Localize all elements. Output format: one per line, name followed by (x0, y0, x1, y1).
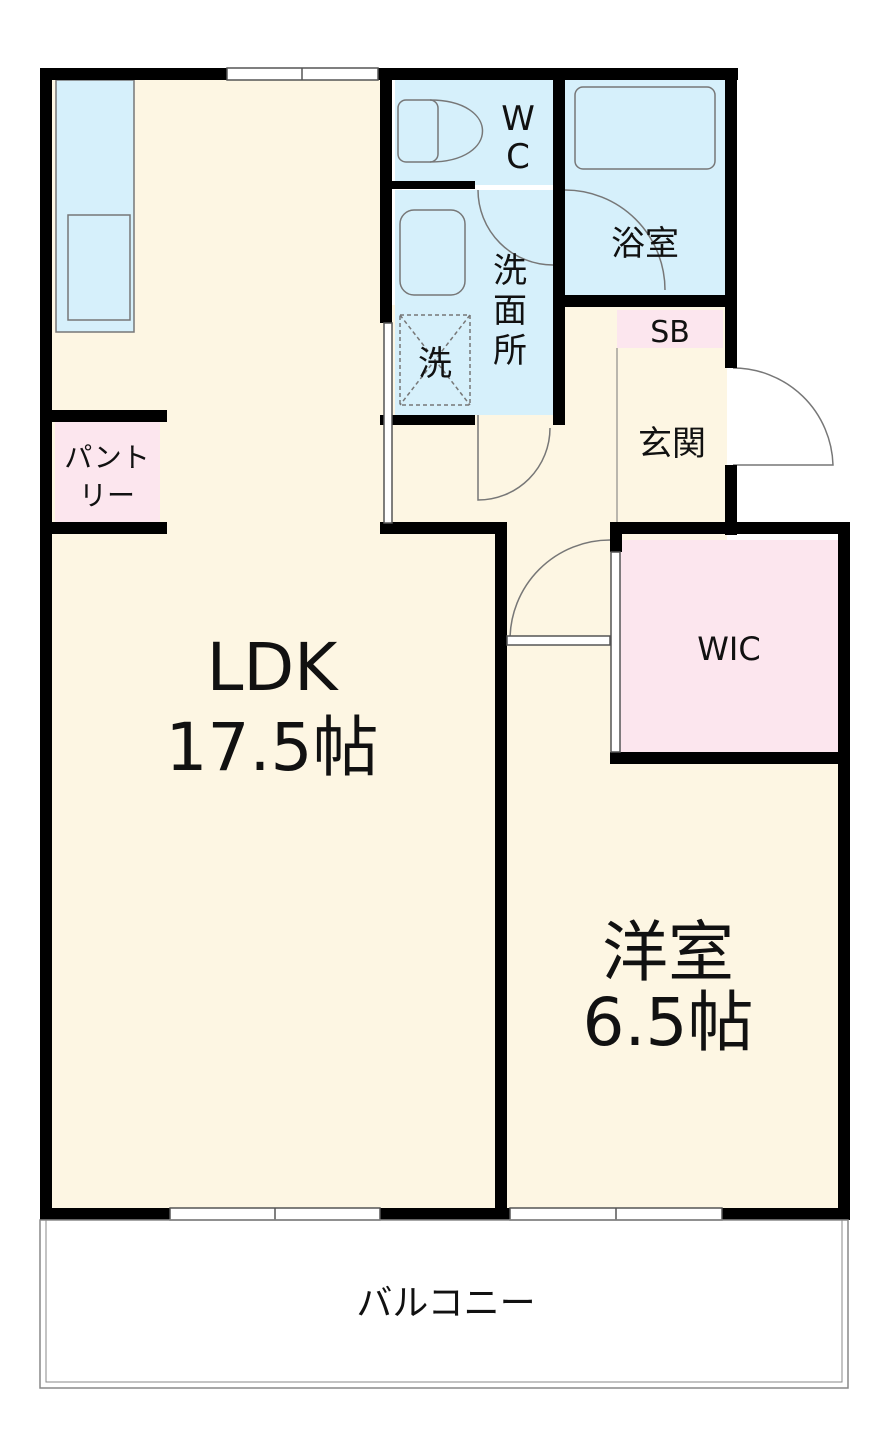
wall-ldk-mid-v (495, 530, 507, 1220)
wc-label-w: W (501, 99, 535, 139)
wall-wic-left (610, 522, 622, 552)
washroom-label-1: 洗 (493, 251, 527, 291)
walls (40, 68, 850, 1220)
wall-ldk-mid-h (380, 522, 507, 534)
partition-washroom (383, 322, 393, 524)
western-door (509, 539, 611, 641)
wall-wic-bottom (610, 752, 850, 764)
bathtub-icon (574, 86, 716, 170)
wall-top-left (40, 68, 227, 80)
entrance-door (732, 367, 834, 466)
washroom-label-2: 面 (493, 291, 527, 331)
balcony-inner (45, 1219, 843, 1383)
wall-right-lower (838, 522, 850, 1220)
bath-label: 浴室 (611, 224, 679, 264)
washer-space (399, 314, 471, 406)
bath-door (564, 189, 666, 291)
washroom-label-3: 所 (493, 331, 527, 371)
toilet-bowl (429, 99, 484, 163)
wall-bath-bottom (553, 295, 728, 307)
sb-floor (617, 310, 723, 348)
wall-washroom-bottom (380, 415, 475, 425)
hall-door (477, 415, 551, 501)
wall-bottom-mid (380, 1208, 510, 1220)
western-size-label: 6.5帖 (583, 984, 754, 1061)
toilet-icon (397, 99, 439, 163)
wall-left (40, 68, 52, 1220)
fixtures (397, 86, 834, 641)
room-labels: LDK 17.5帖 洋室 6.5帖 W C 浴室 洗 面 所 洗 SB 玄関 W… (64, 99, 760, 1324)
wall-right-upper (725, 68, 737, 368)
wall-bottom-left (40, 1208, 170, 1220)
washroom-door (477, 189, 554, 266)
balcony (39, 1219, 849, 1389)
pantry-floor (55, 420, 160, 525)
wc-floor (395, 80, 555, 185)
sink-basin (67, 214, 131, 321)
balcony-label: バルコニー (356, 1283, 535, 1324)
pantry-label-1: パント (64, 441, 149, 474)
wall-bottom-right (722, 1208, 850, 1220)
washer-label: 洗 (418, 344, 452, 384)
wall-pantry-top (40, 410, 167, 422)
wall-right-entrance (725, 465, 737, 535)
kitchen-counter (55, 79, 135, 333)
wic-label: WIC (697, 630, 760, 668)
wall-wic-top (610, 522, 850, 534)
partition-wic (610, 551, 621, 753)
wc-label-c: C (506, 137, 530, 177)
ldk-size-label: 17.5帖 (166, 709, 379, 786)
wall-wc-bottom (380, 181, 475, 189)
wash-basin-icon (399, 209, 466, 296)
bath-floor (565, 80, 725, 297)
wall-wc-bath (553, 68, 565, 425)
windows (169, 67, 723, 1221)
partition-western (506, 635, 611, 646)
washer-cross-b (399, 314, 471, 406)
ldk-name-label: LDK (207, 629, 340, 706)
wall-core-left (380, 68, 392, 323)
wic-floor (620, 540, 838, 752)
wall-pantry-bottom (40, 522, 167, 534)
sb-label: SB (650, 315, 690, 350)
entrance-label: 玄関 (638, 424, 706, 464)
western-name-label: 洋室 (602, 914, 734, 991)
pantry-label-2: リー (79, 479, 135, 512)
